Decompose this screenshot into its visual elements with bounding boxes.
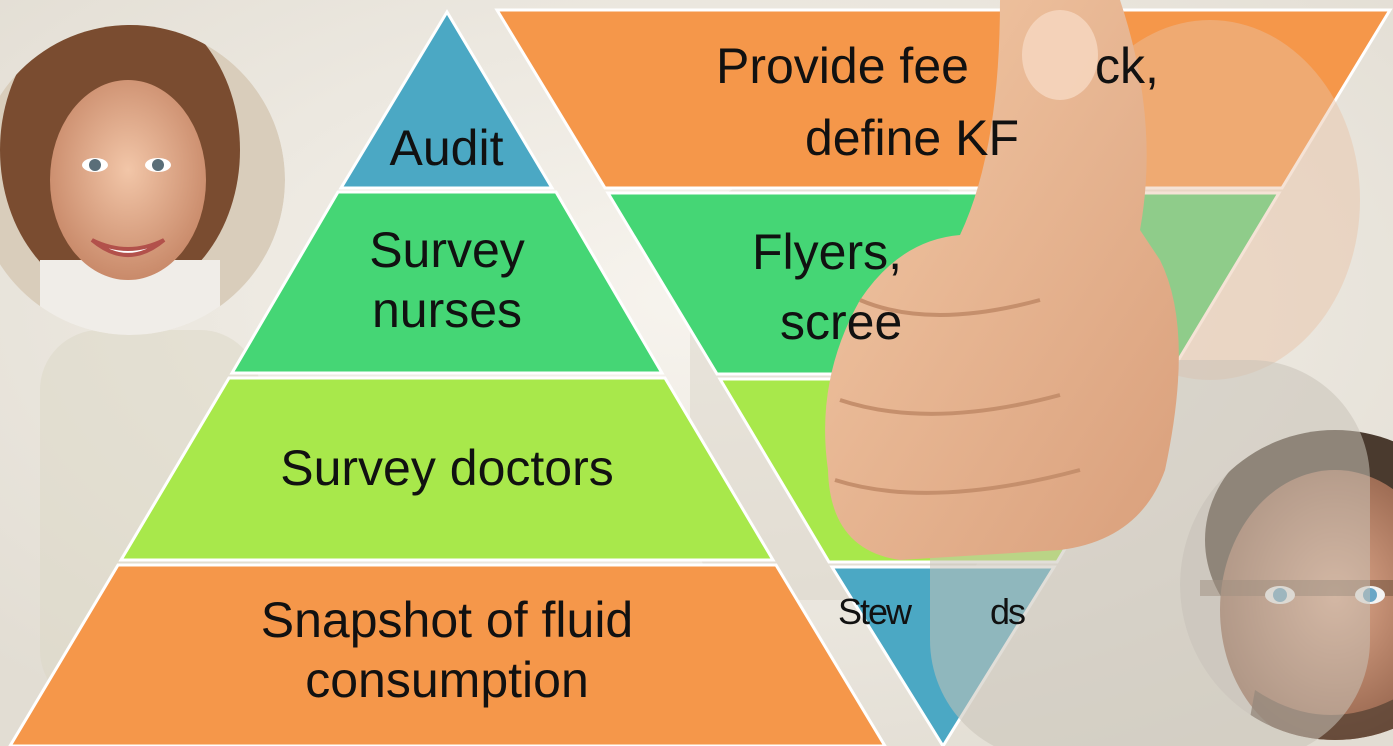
pyramid-level-snapshot [8,563,887,746]
label-line: Stew [838,591,912,632]
label-line: define KF [805,110,1020,166]
label-stewards-end: ds [990,590,1026,633]
label-stewards-start: Stew [838,590,912,633]
label-line: scree [780,294,903,350]
label-line: Snapshot of fluid [260,592,634,648]
label-line: Survey [369,222,525,278]
label-line: nurses [371,282,523,338]
pyramid-level-survey-nurses [229,190,665,375]
pyramid [8,9,887,746]
label-line: ds [990,591,1026,632]
label-line: consumption [305,652,589,708]
label-feedback-line2: define KF [805,108,1019,168]
label-feedback-line1: Provide fee [716,36,969,96]
label-audit: Audit [341,118,552,178]
pyramid-level-audit [338,9,555,190]
label-line: Survey doctors [280,440,614,496]
label-survey-doctors: Survey doctors [180,438,714,498]
label-flyers-line1: Flyers, [752,222,902,282]
label-line: ck, [1095,38,1159,94]
thumbs-up-photo [825,0,1370,746]
label-line: Provide fee [716,38,969,94]
smiling-woman-photo [0,25,285,335]
label-line: Flyers, [752,224,902,280]
label-line: Audit [389,120,504,176]
label-flyers-line2: scree [780,292,902,352]
label-feedback-line1-end: ck, [1095,36,1159,96]
label-snapshot: Snapshot of fluid consumption [100,590,794,710]
label-survey-nurses: Survey nurses [300,220,594,340]
pyramid-level-survey-doctors [118,376,776,562]
